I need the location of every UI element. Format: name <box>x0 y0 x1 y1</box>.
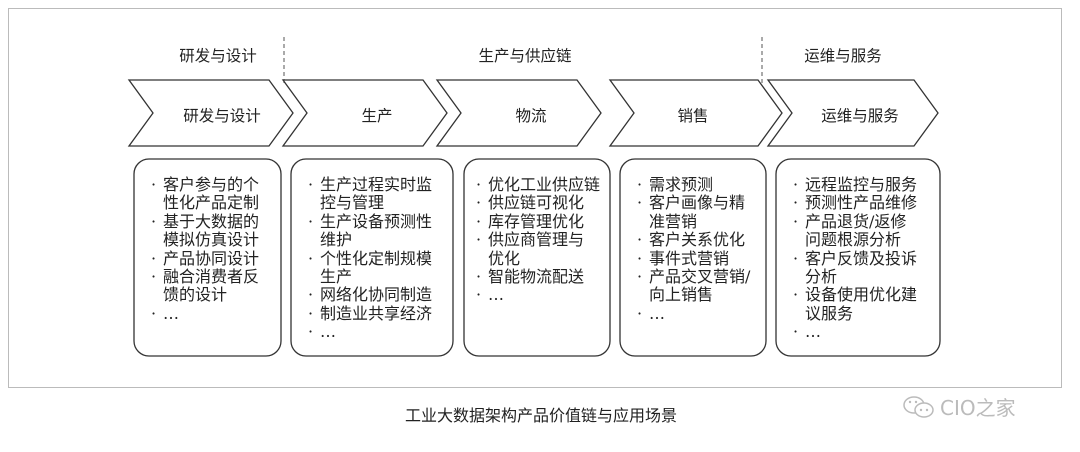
list-item: … <box>637 304 750 324</box>
group-label-production-supply: 生产与供应链 <box>478 47 572 65</box>
list-item: 供应链可视化 <box>476 193 600 213</box>
wechat-icon <box>903 395 934 418</box>
list-item: … <box>476 286 600 306</box>
watermark-text: CIO之家 <box>940 396 1016 420</box>
list-item: … <box>793 322 917 342</box>
group-label-rd: 研发与设计 <box>179 47 257 65</box>
list-item: 远程监控与服务 <box>793 175 917 195</box>
stage-label: 研发与设计 <box>183 107 261 125</box>
list-item: 产品退货/返修 问题根源分析 <box>793 212 917 250</box>
stage-label: 物流 <box>515 107 547 125</box>
stage-chevron <box>127 79 294 147</box>
list-item: 网络化协同制造 <box>308 286 432 306</box>
list-item: 事件式营销 <box>637 249 750 269</box>
list-item: 制造业共享经济 <box>308 304 432 324</box>
list-item: 产品协同设计 <box>151 249 259 269</box>
stage-items-2: 优化工业供应链供应链可视化库存管理优化供应商管理与 优化智能物流配送… <box>476 175 600 306</box>
stage-items-3: 需求预测客户画像与精 准营销客户关系优化事件式营销产品交叉营销/ 向上销售… <box>637 175 750 324</box>
list-item: 生产设备预测性 维护 <box>308 212 432 250</box>
stage-chevron <box>608 79 783 147</box>
list-item: 供应商管理与 优化 <box>476 231 600 268</box>
list-item: 需求预测 <box>637 175 750 195</box>
list-item: 客户参与的个 性化产品定制 <box>151 175 259 213</box>
stage-chevron <box>766 79 939 147</box>
list-item: 融合消费者反 馈的设计 <box>151 267 259 305</box>
list-item: 预测性产品维修 <box>793 193 917 213</box>
diagram-frame <box>8 8 1062 388</box>
stage-items-0: 客户参与的个 性化产品定制基于大数据的 模拟仿真设计产品协同设计融合消费者反 馈… <box>151 175 259 324</box>
list-item: 客户画像与精 准营销 <box>637 194 750 231</box>
stage-label: 销售 <box>677 107 709 125</box>
list-item: 智能物流配送 <box>476 267 600 287</box>
list-item: 产品交叉营销/ 向上销售 <box>637 267 750 305</box>
stage-chevron <box>435 79 602 147</box>
list-item: 设备使用优化建 议服务 <box>793 286 917 323</box>
list-item: … <box>308 322 432 342</box>
list-item: 个性化定制规模 生产 <box>308 249 432 287</box>
stage-label: 运维与服务 <box>821 107 899 125</box>
list-item: 客户反馈及投诉 分析 <box>793 249 917 287</box>
stage-items-1: 生产过程实时监 控与管理生产设备预测性 维护个性化定制规模 生产网络化协同制造制… <box>308 175 432 342</box>
list-item: 客户关系优化 <box>637 230 750 250</box>
list-item: 优化工业供应链 <box>476 175 600 195</box>
list-item: 生产过程实时监 控与管理 <box>308 175 432 213</box>
watermark: CIO之家 <box>902 392 1016 421</box>
stage-label: 生产 <box>361 107 393 125</box>
group-label-service: 运维与服务 <box>804 47 882 65</box>
stage-items-4: 远程监控与服务预测性产品维修产品退货/返修 问题根源分析客户反馈及投诉 分析设备… <box>793 175 917 342</box>
figure-caption: 工业大数据架构产品价值链与应用场景 <box>405 406 678 425</box>
list-item: 库存管理优化 <box>476 212 600 232</box>
list-item: … <box>151 304 259 324</box>
stage-chevron <box>281 79 448 147</box>
list-item: 基于大数据的 模拟仿真设计 <box>151 212 259 250</box>
